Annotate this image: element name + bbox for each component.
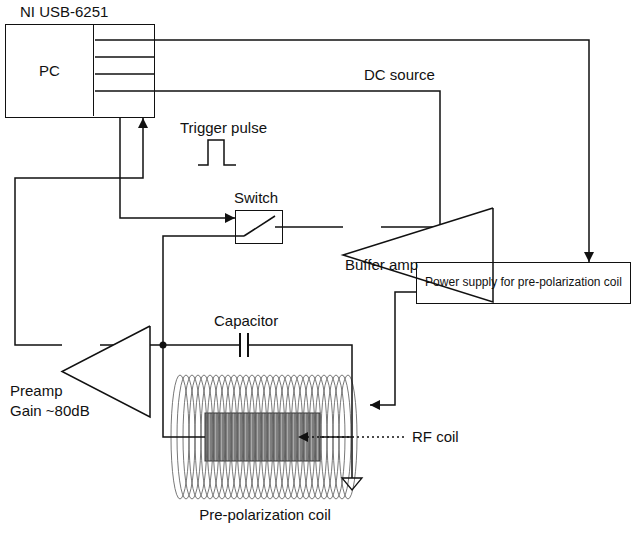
part-label: Capacitor (212, 312, 280, 329)
node-label: Buffer amp (345, 256, 418, 273)
port-slots (95, 40, 155, 91)
switch-box: Switch (235, 210, 283, 244)
node-label: Gain ~80dB (10, 402, 90, 419)
wire-connector (15, 118, 143, 345)
node-label: NI USB-6251 (20, 3, 108, 20)
node-label: PC (39, 62, 60, 79)
leader-line (298, 432, 404, 442)
coil-figure: Pre-polarization coil (160, 372, 370, 530)
amplifier-symbol: Buffer amp (343, 208, 381, 246)
node-label: Preamp (10, 382, 63, 399)
pc-cell: PC (6, 25, 94, 116)
wire-connector (283, 226, 343, 228)
signal-label: DC source (362, 66, 437, 83)
wire-connector (370, 292, 416, 405)
daq-box: PCNI USB-6251 (5, 24, 155, 118)
power-supply-box: Power supply for pre-polarization coil (416, 262, 631, 304)
wire-connector (155, 40, 589, 262)
switch-symbol (235, 216, 283, 236)
ground-symbol (342, 478, 362, 490)
pulse-symbol (198, 140, 236, 165)
coil-wiring (163, 345, 352, 478)
amplifier-symbol: PreampGain ~80dB (62, 326, 100, 364)
part-label: RF coil (410, 428, 461, 445)
capacitor-symbol (240, 333, 248, 357)
signal-label: Trigger pulse (178, 119, 269, 136)
node-label: Pre-polarization coil (160, 506, 370, 523)
node-label: Power supply for pre-polarization coil (425, 276, 622, 290)
wire-connector (155, 91, 440, 227)
node-label: Switch (234, 189, 278, 206)
